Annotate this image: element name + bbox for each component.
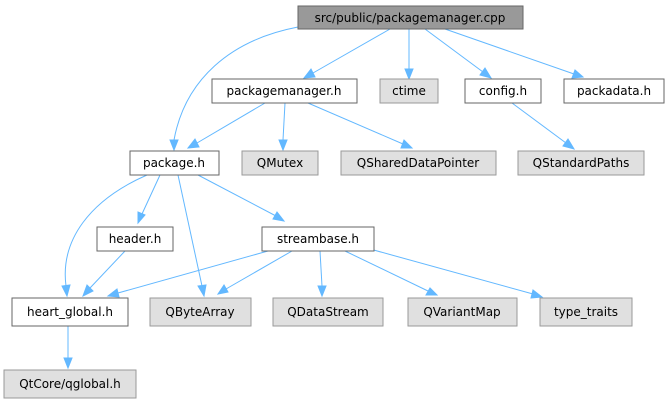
- node-qtcore-qglobal-h: QtCore/qglobal.h: [3, 369, 137, 399]
- node-label: streambase.h: [277, 232, 359, 246]
- node-type-traits: type_traits: [539, 297, 633, 327]
- edge-main-to-packagemanager-h: [312, 28, 391, 74]
- node-qdatastream: QDataStream: [272, 297, 384, 327]
- arrowhead: [169, 139, 179, 152]
- edge-streambase-h-to-qbytearray: [225, 250, 293, 290]
- node-packagemanager-h[interactable]: packagemanager.h: [211, 78, 358, 104]
- arrowhead: [197, 284, 207, 298]
- node-label: QByteArray: [165, 305, 234, 319]
- node-config-h[interactable]: config.h: [464, 78, 542, 104]
- node-label: package.h: [143, 156, 205, 170]
- node-header-h[interactable]: header.h: [96, 226, 174, 252]
- arrowhead: [106, 288, 120, 298]
- edge-header-h-to-heart-global-h: [89, 250, 126, 289]
- arrowhead: [404, 68, 414, 81]
- arrowhead: [425, 287, 439, 296]
- arrowhead: [479, 67, 493, 79]
- edge-config-h-to-qstandardpaths: [511, 102, 567, 144]
- arrowhead: [562, 138, 576, 150]
- edge-package-h-to-qbytearray: [177, 174, 203, 287]
- node-qmutex: QMutex: [241, 150, 319, 176]
- node-main-file[interactable]: src/public/packagemanager.cpp: [297, 5, 524, 30]
- node-label: header.h: [109, 232, 162, 246]
- edge-main-to-package-h: [173, 26, 299, 141]
- edge-packagemanager-h-to-qshareddatapointer: [307, 102, 404, 145]
- edge-packagemanager-h-to-package-h: [196, 102, 266, 144]
- arrowhead: [272, 211, 286, 222]
- edge-main-to-packadata-h: [444, 28, 575, 75]
- node-qbytearray: QByteArray: [149, 297, 252, 327]
- node-package-h[interactable]: package.h: [129, 150, 220, 176]
- edge-packagemanager-h-to-qmutex: [282, 102, 286, 141]
- edge-streambase-h-to-qvariantmap: [344, 250, 429, 292]
- edges: [61, 26, 585, 370]
- arrowhead: [302, 68, 316, 79]
- node-label: QtCore/qglobal.h: [19, 377, 121, 391]
- edge-package-h-to-header-h: [141, 174, 161, 215]
- node-heart-global-h[interactable]: heart_global.h: [11, 297, 129, 327]
- arrowhead: [317, 285, 327, 298]
- node-qvariantmap: QVariantMap: [407, 297, 518, 327]
- node-label: ctime: [392, 84, 426, 98]
- arrowhead: [571, 69, 585, 79]
- node-streambase-h[interactable]: streambase.h: [261, 226, 375, 252]
- node-ctime: ctime: [379, 78, 439, 104]
- node-label: type_traits: [554, 305, 618, 319]
- edge-streambase-h-to-qdatastream: [319, 250, 323, 287]
- edge-main-to-config-h: [424, 28, 484, 73]
- arrowhead: [400, 139, 414, 149]
- node-label: packadata.h: [577, 84, 651, 98]
- node-qshareddatapointer: QSharedDataPointer: [340, 150, 497, 176]
- node-packadata-h[interactable]: packadata.h: [563, 78, 665, 104]
- nodes: src/public/packagemanager.cpp packageman…: [3, 5, 665, 399]
- arrowhead: [63, 357, 73, 370]
- arrowhead: [530, 289, 544, 299]
- node-label: QDataStream: [287, 305, 369, 319]
- node-label: QStandardPaths: [533, 156, 630, 170]
- arrowhead: [61, 284, 71, 298]
- node-label: config.h: [479, 84, 527, 98]
- edge-streambase-h-to-heart-global-h: [117, 250, 269, 294]
- node-label: QVariantMap: [423, 305, 500, 319]
- edge-streambase-h-to-type-traits: [369, 248, 534, 295]
- arrowhead: [82, 284, 94, 298]
- node-label: heart_global.h: [27, 305, 113, 319]
- node-label: QMutex: [257, 156, 303, 170]
- arrowhead: [278, 139, 288, 152]
- arrowhead: [137, 211, 146, 225]
- edge-package-h-to-streambase-h: [197, 174, 277, 217]
- node-qstandardpaths: QStandardPaths: [517, 150, 645, 176]
- node-label: packagemanager.h: [227, 84, 342, 98]
- edge-package-h-to-heart-global-h: [64, 174, 148, 287]
- arrowhead: [186, 138, 200, 149]
- node-label: src/public/packagemanager.cpp: [315, 11, 506, 25]
- arrowhead: [216, 284, 229, 295]
- node-label: QSharedDataPointer: [357, 156, 480, 170]
